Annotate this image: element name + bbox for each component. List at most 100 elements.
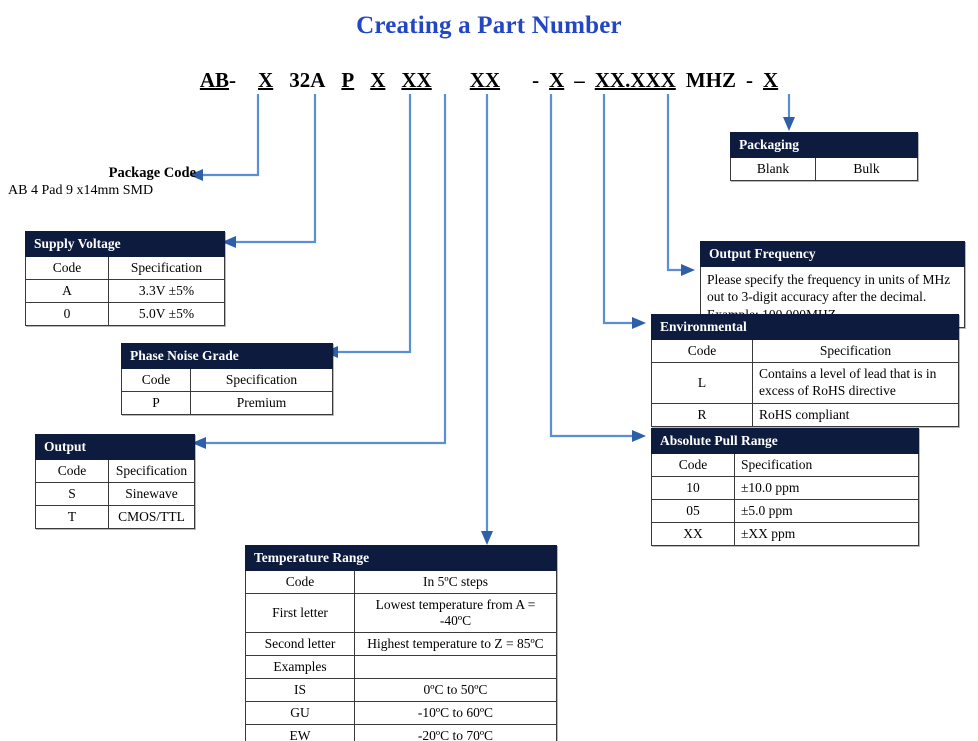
table-output-frequency-title: Output Frequency <box>700 241 965 267</box>
table-header-row: Code Specification <box>25 256 225 280</box>
table-row: S Sinewave <box>35 482 195 506</box>
col-code: Code <box>651 339 753 363</box>
col-code: Code <box>121 368 191 392</box>
cell-spec: -20ºC to 70ºC <box>354 724 557 741</box>
table-output-frequency: Output Frequency Please specify the freq… <box>700 241 965 328</box>
pn-segment-mhz: MHZ <box>685 68 736 92</box>
table-row: IS 0ºC to 50ºC <box>245 678 557 702</box>
pn-segment-dash3: - <box>745 68 753 92</box>
arrow-output-frequency <box>681 264 695 276</box>
table-row: 10 ±10.0 ppm <box>651 476 919 500</box>
pn-segment-output: X <box>370 68 386 92</box>
table-row: A 3.3V ±5% <box>25 279 225 303</box>
table-supply-voltage-title: Supply Voltage <box>25 231 225 257</box>
cell-spec: -10ºC to 60ºC <box>354 701 557 725</box>
cell-code: XX <box>651 522 735 546</box>
table-temperature-range: Temperature Range Code In 5ºC steps Firs… <box>245 545 557 741</box>
table-header-row: Code Specification <box>35 459 195 483</box>
table-row: First letter Lowest temperature from A =… <box>245 593 557 633</box>
cell-code: First letter <box>245 593 355 633</box>
col-code: Code <box>25 256 109 280</box>
cell-spec: Lowest temperature from A = -40ºC <box>354 593 557 633</box>
col-code: Code <box>651 453 735 477</box>
packaging-cell-blank: Blank <box>730 157 816 181</box>
col-code: Code <box>35 459 109 483</box>
cell-code: L <box>651 362 753 404</box>
arrow-temperature <box>481 531 493 545</box>
cell-code: T <box>35 505 109 529</box>
table-environmental-title: Environmental <box>651 314 959 340</box>
cell-code: 10 <box>651 476 735 500</box>
cell-spec <box>354 655 557 679</box>
table-row: 0 5.0V ±5% <box>25 302 225 326</box>
table-header-row: Code Specification <box>121 368 333 392</box>
cell-code: IS <box>245 678 355 702</box>
output-frequency-line1: Please specify the frequency in units of… <box>707 272 951 287</box>
table-row: EW -20ºC to 70ºC <box>245 724 557 741</box>
table-row: GU -10ºC to 60ºC <box>245 701 557 725</box>
wire-package-code <box>203 94 260 177</box>
wire-output-frequency <box>666 94 681 272</box>
table-header-row: Code In 5ºC steps <box>245 570 557 594</box>
cell-spec: ±10.0 ppm <box>734 476 919 500</box>
pn-segment-pull-range: XX <box>469 68 501 92</box>
cell-code: S <box>35 482 109 506</box>
table-header-row: Code Specification <box>651 453 919 477</box>
output-frequency-line2: out to 3-digit accuracy after the decima… <box>707 289 927 305</box>
table-row: R RoHS compliant <box>651 402 959 427</box>
table-phase-noise-title: Phase Noise Grade <box>121 343 333 369</box>
packaging-cell-bulk: Bulk <box>815 157 918 181</box>
wire-phase-noise <box>338 94 412 354</box>
table-environmental: Environmental Code Specification L Conta… <box>651 314 959 427</box>
cell-spec: Sinewave <box>108 482 195 506</box>
cell-spec: Contains a level of lead that is in exce… <box>752 362 959 404</box>
package-code-description: AB 4 Pad 9 x14mm SMD <box>8 183 154 198</box>
cell-code: 05 <box>651 499 735 523</box>
col-specification: Specification <box>752 339 959 363</box>
pn-segment-phase-noise: P <box>341 68 355 92</box>
table-packaging-title: Packaging <box>730 132 918 158</box>
cell-code: Examples <box>245 655 355 679</box>
col-specification: Specification <box>734 453 919 477</box>
table-row: P Premium <box>121 391 333 415</box>
table-row: Second letter Highest temperature to Z =… <box>245 632 557 656</box>
package-code-label: Package Code AB 4 Pad 9 x14mm SMD <box>8 165 198 199</box>
pn-segment-dash1: - <box>229 68 237 92</box>
cell-spec: CMOS/TTL <box>108 505 195 529</box>
cell-code: GU <box>245 701 355 725</box>
table-row: Blank Bulk <box>730 157 918 181</box>
pn-segment-32a: 32A <box>289 68 326 92</box>
cell-spec: 5.0V ±5% <box>108 302 225 326</box>
table-supply-voltage: Supply Voltage Code Specification A 3.3V… <box>25 231 225 326</box>
table-row: Examples <box>245 655 557 679</box>
pn-segment-endash: – <box>574 68 585 92</box>
table-packaging: Packaging Blank Bulk <box>730 132 918 181</box>
table-temperature-title: Temperature Range <box>245 545 557 571</box>
wire-environmental <box>602 94 632 325</box>
pn-segment-supply-voltage: X <box>258 68 274 92</box>
cell-spec: ±XX ppm <box>734 522 919 546</box>
table-absolute-pull-range: Absolute Pull Range Code Specification 1… <box>651 428 919 546</box>
cell-code: R <box>651 402 753 427</box>
arrow-environmental <box>632 317 646 329</box>
table-header-row: Code Specification <box>651 339 959 363</box>
pn-segment-frequency: XX.XXX <box>594 68 676 92</box>
cell-spec: ±5.0 ppm <box>734 499 919 523</box>
table-row: T CMOS/TTL <box>35 505 195 529</box>
cell-spec: 0ºC to 50ºC <box>354 678 557 702</box>
col-steps: In 5ºC steps <box>354 570 557 594</box>
cell-spec: RoHS compliant <box>752 402 959 427</box>
pn-segment-environmental: X <box>549 68 565 92</box>
cell-code: Second letter <box>245 632 355 656</box>
package-code-title: Package Code <box>108 165 196 181</box>
table-output: Output Code Specification S Sinewave T C… <box>35 434 195 529</box>
table-output-title: Output <box>35 434 195 460</box>
cell-code: 0 <box>25 302 109 326</box>
cell-code: EW <box>245 724 355 741</box>
arrow-packaging <box>783 117 795 131</box>
col-specification: Specification <box>190 368 333 392</box>
pn-segment-dash2: - <box>532 68 540 92</box>
table-phase-noise-grade: Phase Noise Grade Code Specification P P… <box>121 343 333 415</box>
col-code: Code <box>245 570 355 594</box>
